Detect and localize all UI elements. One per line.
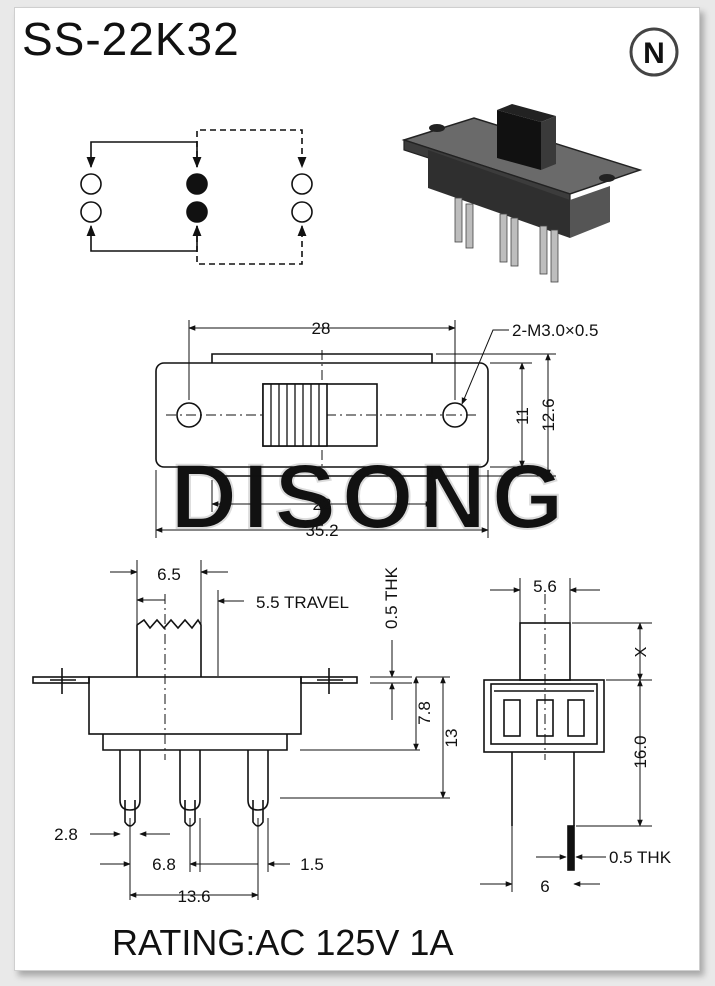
terminal-common: [186, 173, 208, 195]
top-view: [155, 320, 556, 538]
logo-letter: N: [643, 37, 665, 70]
dim-pin-width: 2.8: [54, 825, 78, 844]
dim-height: 16.0: [631, 735, 650, 768]
dim-pin-spacing: 6: [540, 877, 549, 896]
terminal-open: [80, 173, 102, 195]
dim-inner-width: 22: [313, 495, 332, 514]
part-number-title: SS-22K32: [22, 13, 240, 65]
terminal-open: [80, 201, 102, 223]
dim-pin-span: 13.6: [177, 887, 210, 906]
dim-height-inner: 11: [513, 407, 532, 425]
dim-actuator: 6.5: [157, 565, 181, 584]
circuit-schematic: [80, 129, 313, 265]
terminal-open: [291, 173, 313, 195]
watermark-text: DISONG: [171, 446, 570, 548]
rating-label: RATING:AC 125V 1A: [112, 922, 454, 963]
end-thk-label: 0.5 THK: [609, 848, 672, 867]
end-view: [480, 578, 652, 892]
dim-pin-pitch: 6.8: [152, 855, 176, 874]
terminal-common: [186, 201, 208, 223]
dim-actuator-width: 5.6: [533, 577, 557, 596]
dim-body: 7.8: [415, 701, 434, 725]
dim-length: 28: [312, 319, 331, 338]
terminal-open: [291, 201, 313, 223]
side-thk-label: 0.5 THK: [382, 566, 401, 629]
dim-x: X: [633, 646, 650, 657]
travel-label: 5.5 TRAVEL: [256, 593, 349, 612]
product-illustration: [401, 104, 643, 283]
dim-pin-offset: 1.5: [300, 855, 324, 874]
brand-logo-icon: N: [629, 27, 679, 77]
hole-spec-label: 2-M3.0×0.5: [512, 321, 598, 340]
dim-height-outer: 12.6: [539, 398, 558, 431]
dim-total: 13: [442, 729, 461, 748]
side-view: [32, 560, 450, 900]
dim-total-length: 35.2: [305, 521, 338, 540]
